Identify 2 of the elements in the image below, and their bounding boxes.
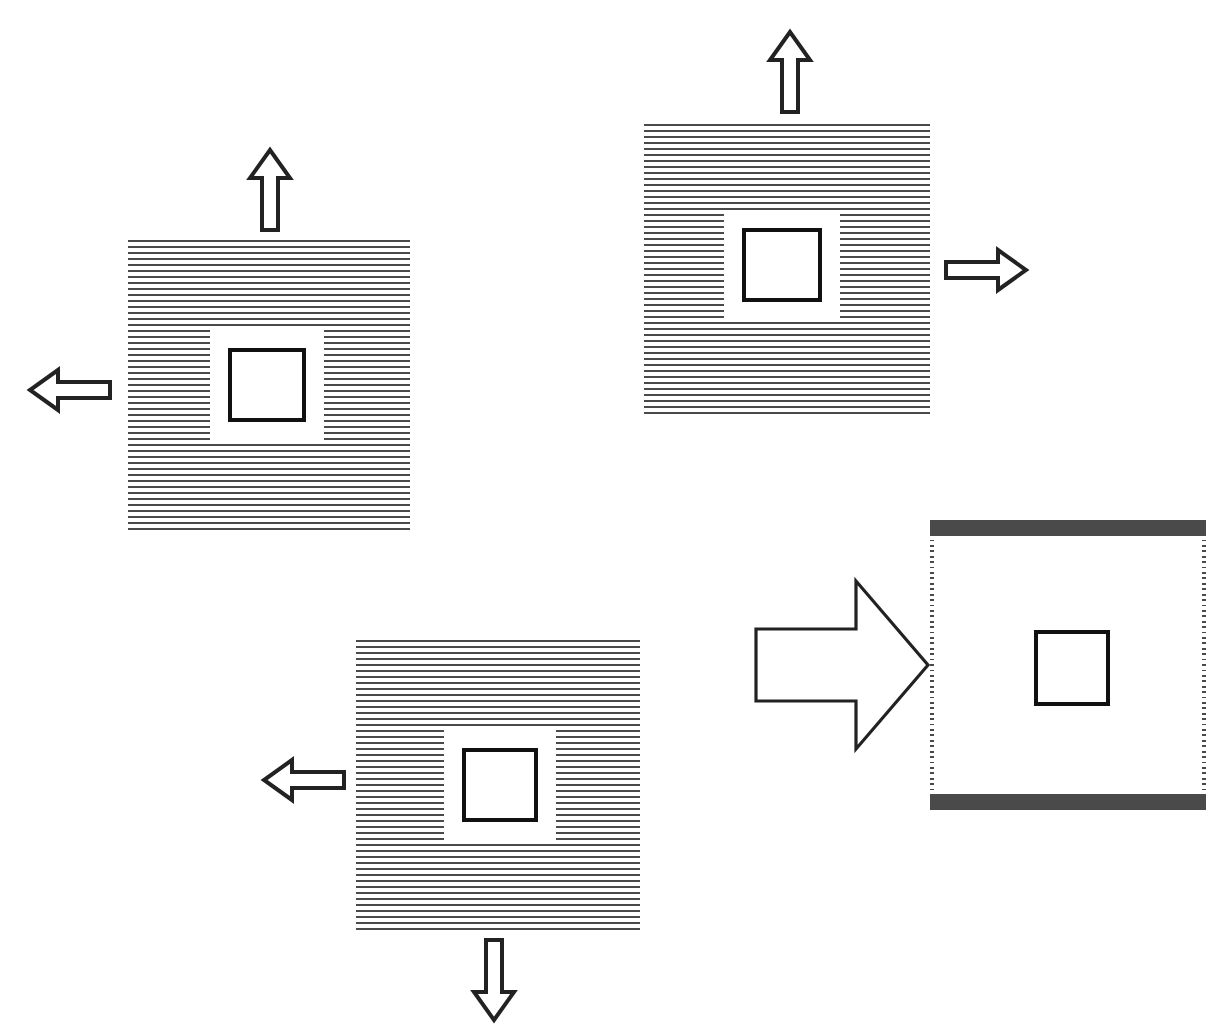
square-box [1034, 630, 1110, 706]
block-arrow [754, 576, 931, 754]
